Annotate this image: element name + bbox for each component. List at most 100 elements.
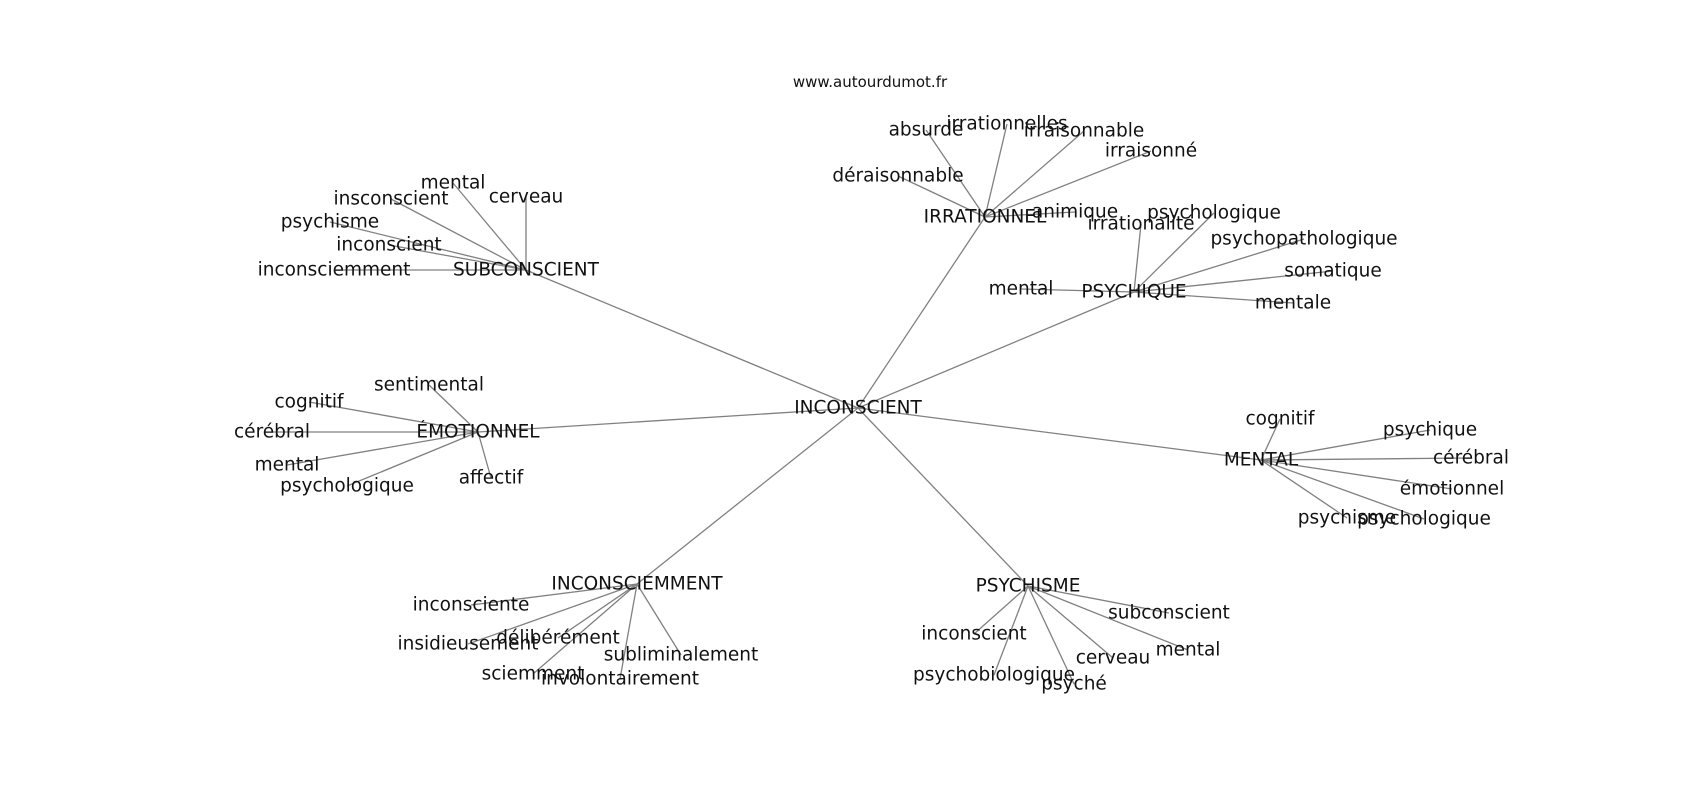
edge-psychisme-to-psychobiologique	[993, 585, 1029, 676]
leaf-word-irrationnel-deraisonnable[interactable]: déraisonnable	[832, 166, 963, 187]
edge-center-to-psychique	[857, 291, 1135, 409]
leaf-word-irrationnel-irraisonnable[interactable]: irraisonnable	[1024, 121, 1145, 142]
hub-word-psychique[interactable]: PSYCHIQUE	[1081, 282, 1186, 303]
leaf-word-psychisme-inconscient[interactable]: inconscient	[921, 624, 1026, 645]
leaf-word-inconsciemment-involontairement[interactable]: involontairement	[541, 669, 699, 690]
edge-psychisme-to-cerveau	[1027, 585, 1114, 659]
leaf-word-inconsciemment-inconsciente[interactable]: inconsciente	[413, 595, 530, 616]
edge-irrationnel-to-deraisonnable	[897, 175, 986, 218]
hub-word-mental[interactable]: MENTAL	[1224, 450, 1299, 471]
edge-emotionnel-to-affectif	[477, 431, 492, 479]
leaf-word-irrationnel-animique[interactable]: animique	[1032, 202, 1118, 223]
leaf-word-emotionnel-cognitif[interactable]: cognitif	[274, 392, 343, 413]
edge-irrationnel-to-animique	[984, 211, 1076, 218]
edge-center-to-mental	[857, 407, 1262, 461]
site-url[interactable]: www.autourdumot.fr	[793, 73, 948, 91]
edge-inconsciemment-to-involontairement	[619, 583, 638, 680]
hub-word-psychisme[interactable]: PSYCHISME	[976, 576, 1081, 597]
edge-emotionnel-to-psychologique	[346, 431, 479, 487]
leaf-word-psychisme-cerveau[interactable]: cerveau	[1076, 648, 1151, 669]
leaf-word-inconsciemment-insidieusement[interactable]: insidieusement	[397, 634, 538, 655]
leaf-word-emotionnel-psychologique[interactable]: psychologique	[280, 476, 414, 497]
leaf-word-subconscient-insconscient[interactable]: insconscient	[333, 189, 448, 210]
leaf-word-mental-emotionnel[interactable]: émotionnel	[1400, 479, 1504, 500]
edge-mental-to-emotionnel	[1260, 459, 1453, 490]
edge-subconscient-to-mental	[452, 182, 527, 271]
edge-inconsciemment-to-insidieusement	[467, 583, 638, 645]
leaf-word-irrationnel-irrationnelles[interactable]: irrationnelles	[946, 114, 1067, 135]
leaf-word-subconscient-psychisme[interactable]: psychisme	[281, 212, 379, 233]
edge-center-to-irrationnel	[857, 216, 986, 409]
edge-psychique-to-irrationalite	[1133, 223, 1142, 293]
leaf-word-emotionnel-sentimental[interactable]: sentimental	[374, 375, 484, 396]
edge-inconsciemment-to-sciemment	[532, 583, 638, 675]
leaf-word-inconsciemment-sciemment[interactable]: sciemment	[482, 664, 585, 685]
edge-irrationnel-to-irraisonne	[984, 150, 1152, 218]
edge-mental-to-cognitif	[1260, 418, 1281, 461]
edge-mental-to-psychisme	[1260, 459, 1348, 519]
leaf-word-inconsciemment-subliminalement[interactable]: subliminalement	[604, 645, 759, 666]
edge-psychique-to-psychopathologique	[1133, 238, 1305, 293]
edge-psychique-to-mentale	[1133, 291, 1294, 304]
edge-mental-to-cerebral	[1260, 457, 1472, 461]
leaf-word-psychique-mentale[interactable]: mentale	[1255, 293, 1331, 314]
edge-psychisme-to-psyche	[1027, 585, 1075, 685]
leaf-word-subconscient-inconsciemment[interactable]: inconsciemment	[258, 260, 411, 281]
graph-labels: www.autourdumot.fr INCONSCIENT IRRATIONN…	[234, 73, 1509, 695]
edge-emotionnel-to-cognitif	[308, 401, 479, 433]
edge-psychique-to-somatique	[1133, 270, 1334, 293]
edge-mental-to-psychologique	[1260, 459, 1425, 520]
leaf-word-mental-psychique[interactable]: psychique	[1383, 420, 1477, 441]
edge-emotionnel-to-mental	[286, 431, 479, 466]
edge-center-to-emotionnel	[477, 407, 859, 433]
leaf-word-psychique-psychopathologique[interactable]: psychopathologique	[1210, 229, 1397, 250]
leaf-word-psychique-mental[interactable]: mental	[989, 279, 1054, 300]
graph-edges	[272, 123, 1472, 685]
edge-psychisme-to-inconscient	[973, 585, 1029, 635]
edge-inconsciemment-to-inconsciente	[470, 583, 638, 606]
hub-word-inconsciemment[interactable]: INCONSCIEMMENT	[551, 574, 723, 595]
leaf-word-emotionnel-mental[interactable]: mental	[255, 455, 320, 476]
leaf-word-irrationnel-irraisonne[interactable]: irraisonné	[1105, 141, 1197, 162]
leaf-word-mental-psychisme[interactable]: psychisme	[1298, 508, 1396, 529]
edge-subconscient-to-insconscient	[390, 198, 527, 271]
leaf-word-psychique-somatique[interactable]: somatique	[1284, 261, 1382, 282]
edge-psychisme-to-mental	[1027, 585, 1189, 651]
hub-word-subconscient[interactable]: SUBCONSCIENT	[453, 260, 600, 281]
leaf-word-mental-psychologique[interactable]: psychologique	[1357, 509, 1491, 530]
leaf-word-emotionnel-cerebral[interactable]: cérébral	[234, 422, 310, 443]
edge-irrationnel-to-irraisonnable	[984, 130, 1085, 218]
edge-irrationnel-to-irrationnelles	[984, 123, 1008, 218]
leaf-word-mental-cognitif[interactable]: cognitif	[1245, 409, 1314, 430]
edge-center-to-subconscient	[525, 269, 859, 409]
leaf-word-psychique-psychologique[interactable]: psychologique	[1147, 203, 1281, 224]
leaf-word-subconscient-inconscient[interactable]: inconscient	[336, 235, 441, 256]
edge-mental-to-psychique	[1260, 429, 1431, 461]
hub-word-emotionnel[interactable]: ÉMOTIONNEL	[416, 421, 540, 443]
hub-word-irrationnel[interactable]: IRRATIONNEL	[924, 207, 1047, 228]
edge-psychique-to-psychologique	[1133, 212, 1215, 293]
leaf-word-psychique-irrationalite[interactable]: irrationalité	[1087, 214, 1194, 235]
leaf-word-subconscient-mental[interactable]: mental	[421, 173, 486, 194]
leaf-word-mental-cerebral[interactable]: cérébral	[1433, 448, 1509, 469]
leaf-word-psychisme-subconscient[interactable]: subconscient	[1108, 603, 1230, 624]
edge-subconscient-to-psychisme	[329, 221, 527, 271]
leaf-word-psychisme-mental[interactable]: mental	[1156, 640, 1221, 661]
leaf-word-emotionnel-affectif[interactable]: affectif	[459, 468, 524, 489]
leaf-word-irrationnel-absurde[interactable]: absurde	[889, 120, 964, 141]
edge-emotionnel-to-sentimental	[428, 384, 479, 433]
edge-center-to-inconsciemment	[636, 407, 859, 585]
center-word[interactable]: INCONSCIENT	[794, 398, 922, 419]
edge-inconsciemment-to-subliminalement	[636, 583, 682, 656]
leaf-word-inconsciemment-deliberement[interactable]: délibérément	[496, 628, 620, 649]
edge-psychisme-to-subconscient	[1027, 585, 1170, 614]
edge-subconscient-to-inconscient	[388, 244, 527, 271]
edge-psychique-to-mental	[1020, 288, 1135, 293]
leaf-word-psychisme-psychobiologique[interactable]: psychobiologique	[913, 665, 1075, 686]
leaf-word-subconscient-cerveau[interactable]: cerveau	[489, 187, 564, 208]
edge-inconsciemment-to-deliberement	[557, 583, 638, 639]
leaf-word-psychisme-psyche[interactable]: psyché	[1041, 674, 1107, 695]
edge-center-to-psychisme	[857, 407, 1029, 587]
edge-irrationnel-to-absurde	[925, 129, 986, 218]
